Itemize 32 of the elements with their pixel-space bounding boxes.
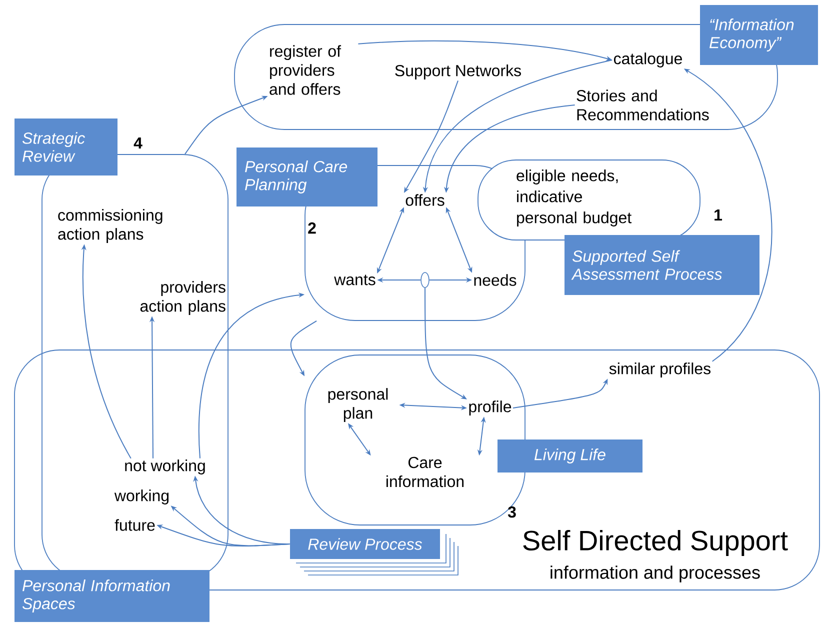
node-text: not working [125, 460, 205, 474]
label-box: Personal Information Spaces [14, 570, 210, 622]
step-number: 1 [714, 210, 722, 220]
label-box: Supported Self Assessment Process [564, 235, 760, 295]
label-box: Strategic Review [14, 118, 118, 176]
node-text: profile [469, 400, 512, 416]
heading: Self Directed Support [523, 530, 788, 556]
region-text: eligible needs, indicative personal budget [516, 170, 632, 226]
node-text: Care information [386, 456, 464, 488]
node-text: offers [406, 194, 444, 206]
stacked-label-box: Review Process [290, 529, 458, 576]
node-text: Support Networks [395, 64, 521, 80]
label-box: Living Life [498, 440, 642, 472]
node-text: register of providers and offers [270, 45, 342, 95]
label-box: Personal Care Planning [236, 148, 378, 206]
step-number: 2 [308, 222, 316, 234]
step-number: 4 [134, 138, 142, 148]
node-text: similar profiles [609, 362, 710, 378]
node-text: working [114, 490, 169, 504]
node-text: future [114, 519, 155, 531]
label-box: “Information Economy” [700, 5, 818, 65]
node-text: personal plan [328, 388, 388, 422]
subheading: information and processes [550, 566, 760, 582]
node-text: wants [334, 274, 376, 286]
node-text: needs [474, 274, 516, 286]
node-text: commissioning action plans [58, 209, 162, 243]
step-number: 3 [508, 506, 516, 518]
region-outline [304, 354, 526, 526]
node-text: catalogue [614, 52, 682, 68]
junction-ellipse [420, 272, 430, 288]
node-text: Stories and Recommendations [576, 90, 709, 120]
node-text: providers action plans [140, 281, 226, 315]
